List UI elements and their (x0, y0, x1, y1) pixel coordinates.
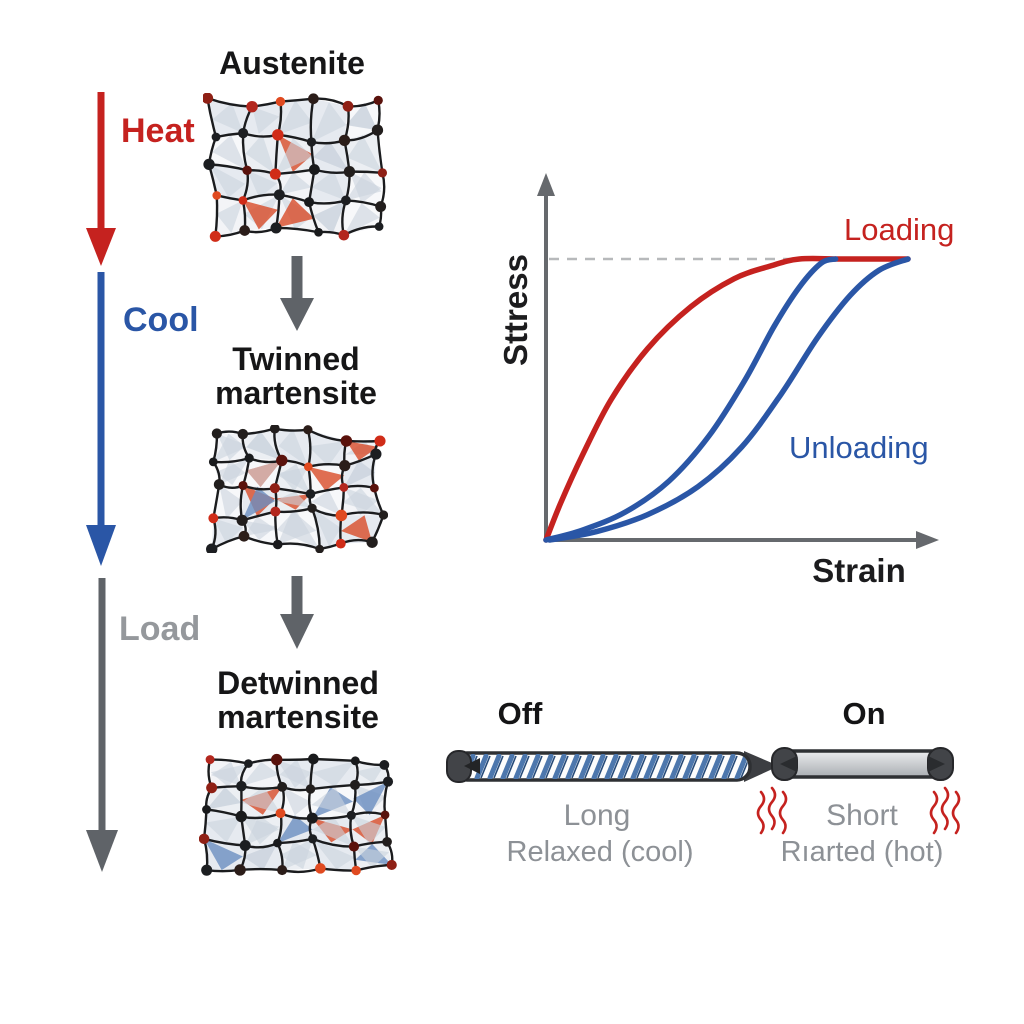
on-sub-label: Rıarted (hot) (780, 836, 944, 868)
load-label: Load (119, 610, 201, 648)
cool-label: Cool (123, 301, 199, 339)
phase-title-detwinned-line2: martensite (217, 699, 379, 735)
unloading-legend-label: Unloading (789, 430, 929, 465)
x-axis-label-strain: Strain (812, 552, 906, 589)
off-heading: Off (497, 696, 543, 731)
y-axis-label-stress: Sttress (497, 254, 534, 366)
off-sub-label: Relaxed (cool) (506, 836, 694, 868)
phase-title-austenite: Austenite (219, 45, 365, 81)
phase-title-twinned-line1: Twinned (232, 341, 360, 377)
phase-title-detwinned-line1: Detwinned (217, 665, 379, 701)
phase-title-detwinned: Detwinned martensite (217, 666, 379, 734)
on-heading: On (842, 696, 886, 731)
off-state-label: Long (563, 799, 631, 832)
on-state-label: Short (826, 799, 898, 832)
austenite-lattice-image (203, 93, 388, 242)
twinned-martensite-lattice-image (206, 425, 388, 553)
loading-legend-label: Loading (844, 212, 955, 247)
phase-title-twinned-line2: martensite (215, 375, 377, 411)
detwinned-martensite-lattice-image (199, 753, 397, 876)
heat-label: Heat (121, 112, 195, 150)
phase-title-twinned: Twinned martensite (215, 342, 377, 410)
